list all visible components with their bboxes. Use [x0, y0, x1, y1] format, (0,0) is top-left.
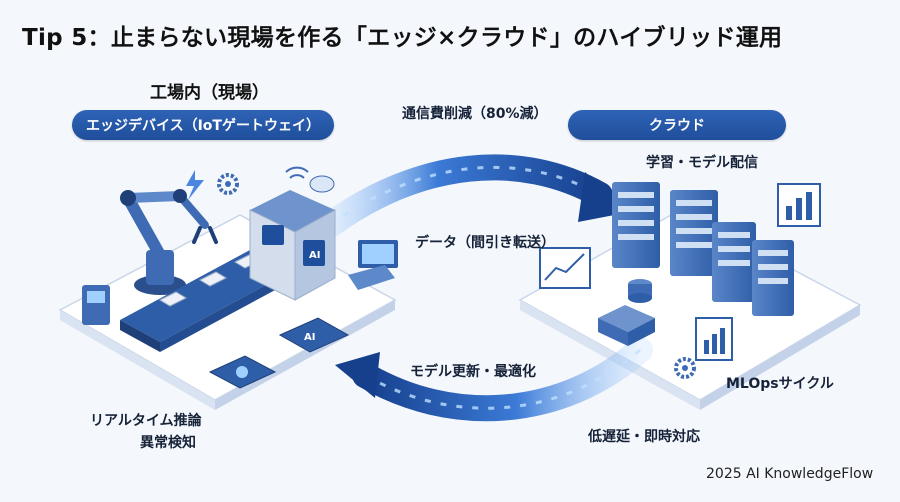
control-terminal-icon — [82, 285, 110, 325]
low-latency-label: 低遅延・即時対応 — [588, 429, 700, 445]
mlops-cycle-label: MLOpsサイクル — [726, 376, 834, 392]
report-panel-icon — [695, 317, 733, 361]
cloud-badge: クラウド — [568, 110, 786, 140]
footer-credit: 2025 AI KnowledgeFlow — [706, 466, 874, 482]
ai-chip-text: AI — [304, 332, 315, 343]
gear-icon — [217, 173, 239, 195]
conveyor-belt — [120, 250, 290, 352]
analytics-monitor-icon — [539, 247, 591, 289]
cloud-hub-icon — [598, 305, 655, 346]
edge-heading: 工場内（現場） — [150, 83, 269, 103]
processor-chip-icon — [208, 355, 277, 389]
data-transfer-label: データ（間引き転送） — [415, 235, 555, 251]
ai-chip-icon: AI — [278, 317, 350, 353]
edge-device-badge: エッジデバイス（IoTゲートウェイ） — [72, 110, 334, 140]
cloud-platform — [518, 209, 862, 410]
bar-chart-panel-icon — [777, 183, 821, 227]
small-cloud-icon — [309, 175, 335, 193]
page-title: Tip 5：止まらない現場を作る「エッジ×クラウド」のハイブリッド運用 — [22, 25, 783, 51]
cost-reduction-label: 通信費削減（80%減） — [402, 106, 548, 122]
model-update-label: モデル更新・最適化 — [410, 364, 536, 380]
realtime-inference-label: リアルタイム推論 — [90, 413, 202, 429]
iot-gateway-icon: AI — [249, 166, 336, 301]
robot-arm-icon — [120, 189, 218, 295]
anomaly-detection-label: 異常検知 — [140, 435, 196, 451]
lightning-icon — [186, 170, 204, 200]
training-distribution-label: 学習・モデル配信 — [646, 155, 758, 171]
server-rack-icon — [612, 182, 794, 316]
model-update-arrow — [335, 337, 653, 422]
gateway-chip-text: AI — [309, 250, 320, 261]
edge-monitor-icon — [348, 240, 398, 290]
data-upload-arrow — [317, 154, 630, 238]
mlops-gear-icon — [674, 357, 696, 379]
database-icon — [628, 279, 652, 303]
